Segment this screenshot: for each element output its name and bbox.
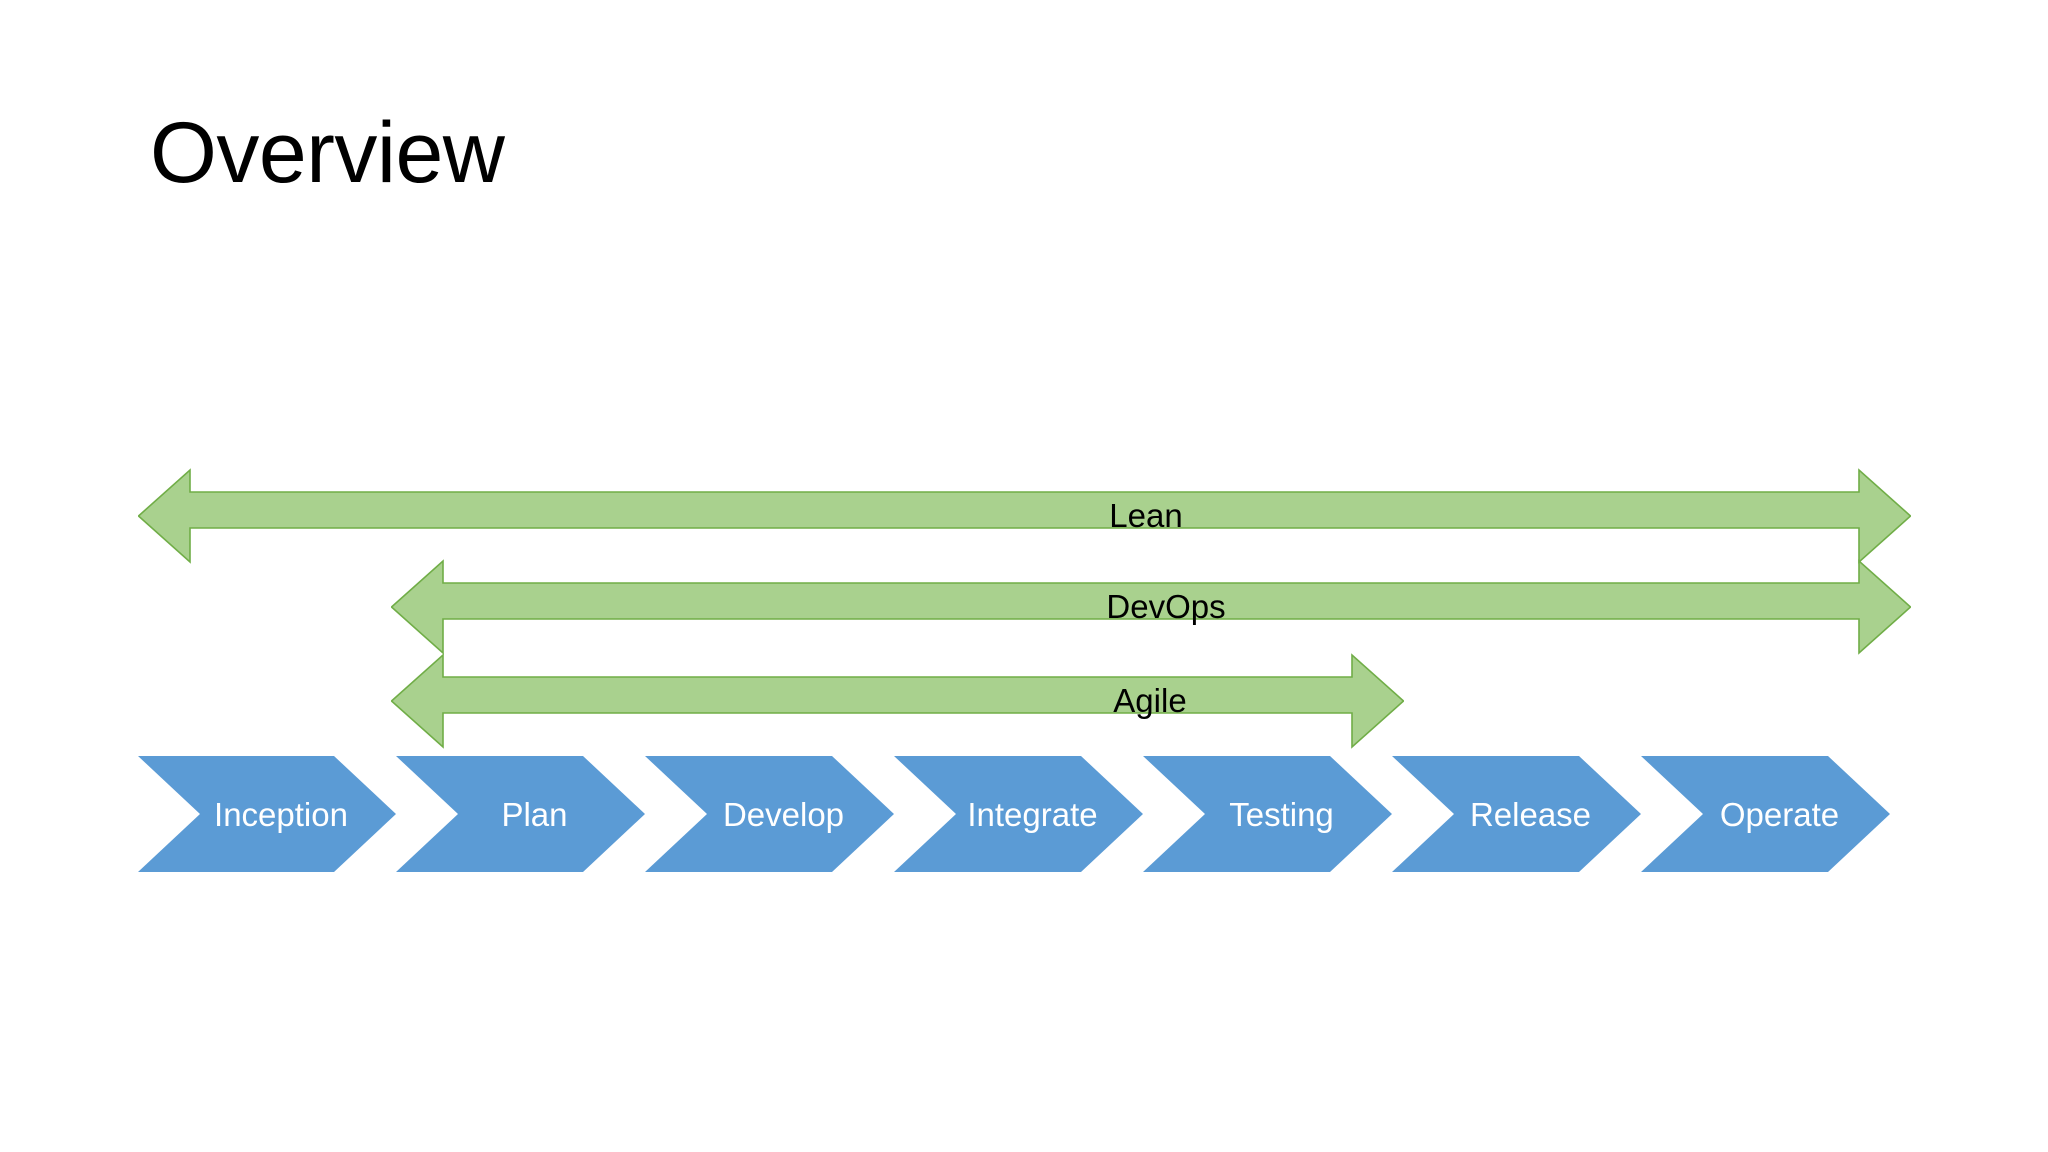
process-stage-label: Integrate	[967, 795, 1098, 833]
methodology-arrow-agile: Agile	[391, 653, 1404, 749]
process-stage-label: Testing	[1229, 795, 1334, 833]
process-stage-label: Inception	[214, 795, 348, 833]
process-stage-inception[interactable]: Inception	[138, 756, 396, 872]
process-stage-integrate[interactable]: Integrate	[894, 756, 1143, 872]
process-stage-label: Plan	[501, 795, 568, 833]
process-flow-chevrons: Inception Plan Develop Integrate Testing Rele…	[0, 756, 2048, 880]
methodology-arrow-devops: DevOps	[391, 559, 1911, 655]
double-headed-arrow-icon	[391, 653, 1404, 749]
process-stage-plan[interactable]: Plan	[396, 756, 645, 872]
double-headed-arrow-icon	[391, 559, 1911, 655]
process-stage-label: Release	[1469, 795, 1592, 833]
page-title: Overview	[150, 105, 505, 201]
process-stage-release[interactable]: Release	[1392, 756, 1641, 872]
process-stage-testing[interactable]: Testing	[1143, 756, 1392, 872]
process-stage-label: Develop	[722, 795, 845, 833]
process-stage-label: Operate	[1719, 795, 1840, 833]
double-headed-arrow-icon	[138, 468, 1911, 564]
process-stage-operate[interactable]: Operate	[1641, 756, 1890, 872]
methodology-arrow-lean: Lean	[138, 468, 1911, 564]
process-stage-develop[interactable]: Develop	[645, 756, 894, 872]
